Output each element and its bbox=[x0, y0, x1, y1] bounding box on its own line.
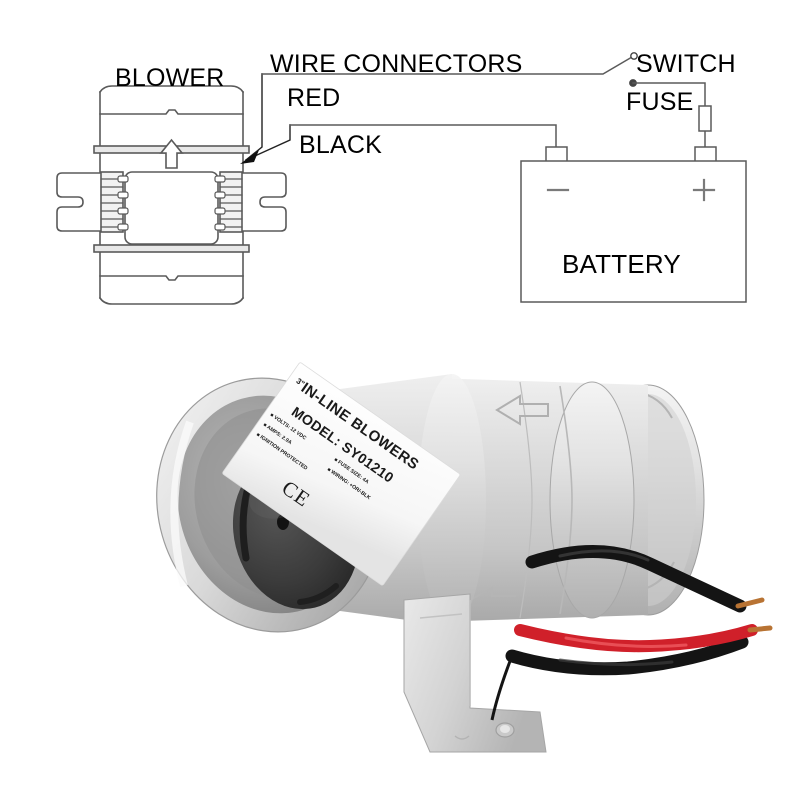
mounting-foot bbox=[403, 593, 547, 753]
black-wire-lower bbox=[505, 635, 749, 676]
product-label bbox=[222, 362, 461, 586]
black-wire-path bbox=[289, 124, 557, 148]
leader-arrowhead bbox=[240, 150, 259, 164]
label-fuse: FUSE bbox=[626, 88, 694, 116]
label-blower: BLOWER bbox=[115, 64, 225, 92]
battery-negative-terminal bbox=[545, 146, 568, 163]
battery-symbol bbox=[520, 146, 747, 303]
fuse-symbol bbox=[698, 105, 712, 132]
label-wire-connectors: WIRE CONNECTORS bbox=[270, 50, 523, 78]
fuse-branch-path bbox=[632, 82, 706, 148]
connector-leader-lines bbox=[245, 73, 291, 161]
red-wire-path bbox=[261, 55, 634, 75]
label-battery: BATTERY bbox=[562, 249, 681, 279]
blower-symbol bbox=[56, 85, 287, 305]
label-red-wire: RED bbox=[287, 84, 341, 112]
wire-copper-tips bbox=[735, 597, 773, 633]
label-switch: SWITCH bbox=[636, 50, 736, 78]
product-photo: 3"IN-LINE BLOWERS MODEL: SY01210 ■ VOLTS… bbox=[0, 300, 800, 800]
battery-case bbox=[520, 160, 747, 303]
label-black-wire: BLACK bbox=[299, 131, 382, 159]
wiring-diagram: BLOWER WIRE CONNECTORS RED BLACK SWITCH … bbox=[0, 0, 800, 320]
molded-flow-arrow bbox=[495, 394, 549, 426]
red-wire bbox=[514, 624, 758, 653]
battery-positive-terminal bbox=[694, 146, 717, 163]
